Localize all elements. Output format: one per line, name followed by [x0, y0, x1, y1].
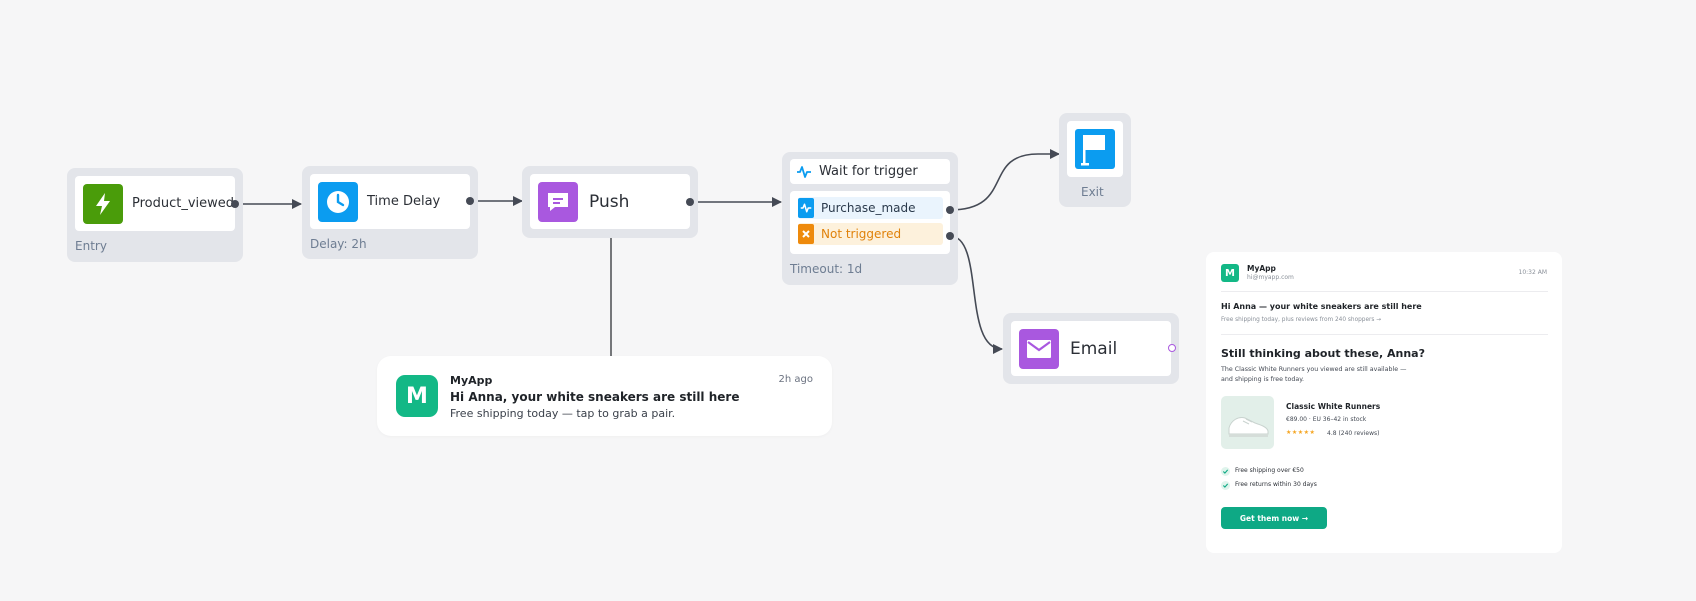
- email-label: Email: [1070, 338, 1118, 359]
- sender-email: hi@myapp.com: [1247, 274, 1294, 281]
- sneaker-icon: [1228, 417, 1269, 437]
- email-preheader: Free shipping today, plus reviews from 2…: [1221, 317, 1382, 323]
- entry-node-card[interactable]: Product_viewed: [75, 176, 235, 231]
- entry-output-port[interactable]: [231, 200, 239, 208]
- product-image: [1221, 396, 1274, 449]
- wait-for-trigger-sub: Timeout: 1d: [790, 262, 863, 276]
- branch-purchase-made[interactable]: Purchase_made: [798, 197, 943, 219]
- time-delay-node[interactable]: Time Delay Delay: 2h: [302, 166, 478, 259]
- push-body: Free shipping today — tap to grab a pair…: [450, 407, 676, 420]
- product-price: €89.00 · EU 36–42 in stock: [1286, 416, 1367, 423]
- time-delay-label: Time Delay: [367, 194, 441, 209]
- push-notification-preview[interactable]: M MyApp 2h ago Hi Anna, your white sneak…: [377, 356, 832, 436]
- exit-card[interactable]: [1067, 121, 1123, 177]
- push-time: 2h ago: [778, 374, 813, 385]
- exit-node[interactable]: Exit: [1059, 113, 1131, 207]
- chat-bubble-icon: [538, 181, 578, 222]
- sender-initial: M: [1225, 267, 1235, 279]
- entry-node-sub: Entry: [75, 239, 107, 253]
- flag-icon: [1075, 129, 1115, 169]
- clock-icon: [318, 181, 358, 222]
- push-app-name: MyApp: [450, 374, 493, 387]
- check-icon: [1221, 481, 1230, 490]
- wire-purchase-to-exit[interactable]: [949, 149, 1060, 211]
- push-card[interactable]: Push: [530, 174, 690, 229]
- time-delay-card[interactable]: Time Delay: [310, 174, 470, 229]
- product-rating: 4.8 (240 reviews): [1327, 430, 1380, 437]
- get-them-now-button[interactable]: Get them now →: [1221, 507, 1327, 529]
- email-headline: Still thinking about these, Anna?: [1221, 347, 1425, 360]
- email-intro-line-1: The Classic White Runners you viewed are…: [1221, 366, 1407, 373]
- product-name: Classic White Runners: [1286, 402, 1381, 411]
- email-time: 10:32 AM: [1518, 269, 1547, 276]
- check-icon: [1221, 467, 1230, 476]
- app-icon: M: [396, 375, 438, 417]
- not-triggered-output-port[interactable]: [946, 232, 954, 240]
- rating-stars: ★★★★★: [1286, 429, 1316, 436]
- push-title: Hi Anna, your white sneakers are still h…: [450, 390, 740, 404]
- email-subject: Hi Anna — your white sneakers are still …: [1221, 302, 1422, 311]
- sender-avatar: M: [1221, 264, 1239, 282]
- email-output-port[interactable]: [1168, 344, 1176, 352]
- wait-for-trigger-header[interactable]: Wait for trigger: [790, 159, 950, 184]
- email-node[interactable]: Email: [1003, 313, 1179, 384]
- time-delay-sub: Delay: 2h: [310, 237, 367, 251]
- activity-icon: [798, 198, 814, 218]
- subject-separator: [1221, 334, 1548, 335]
- wait-for-trigger-node[interactable]: Wait for trigger Purchase_made Not trigg…: [782, 152, 958, 285]
- branch-not-triggered[interactable]: Not triggered: [798, 223, 943, 245]
- push-label: Push: [589, 191, 630, 212]
- time-delay-output-port[interactable]: [466, 197, 474, 205]
- app-initial: M: [406, 383, 428, 409]
- lightning-icon: [83, 183, 123, 224]
- sender-name: MyApp: [1247, 264, 1276, 273]
- wait-for-trigger-label: Wait for trigger: [819, 164, 918, 179]
- email-intro-line-2: and shipping is free today.: [1221, 376, 1305, 383]
- activity-icon: [796, 165, 812, 179]
- push-node[interactable]: Push: [522, 166, 698, 238]
- envelope-icon: [1019, 328, 1059, 369]
- entry-node-label: Product_viewed: [132, 196, 235, 211]
- entry-node[interactable]: Product_viewed Entry: [67, 168, 243, 262]
- x-mark-icon: [798, 224, 814, 244]
- benefit-1: Free shipping over €50: [1235, 467, 1304, 474]
- benefit-2: Free returns within 30 days: [1235, 481, 1317, 488]
- email-preview[interactable]: M MyApp hi@myapp.com 10:32 AM Hi Anna — …: [1206, 252, 1562, 553]
- push-output-port[interactable]: [686, 198, 694, 206]
- purchase-made-output-port[interactable]: [946, 206, 954, 214]
- branch-not-triggered-label: Not triggered: [821, 227, 902, 241]
- wait-for-trigger-branches: Purchase_made Not triggered: [790, 191, 950, 254]
- branch-purchase-made-label: Purchase_made: [821, 201, 916, 215]
- exit-label: Exit: [1081, 185, 1104, 199]
- header-separator: [1221, 291, 1548, 292]
- email-card[interactable]: Email: [1011, 321, 1171, 376]
